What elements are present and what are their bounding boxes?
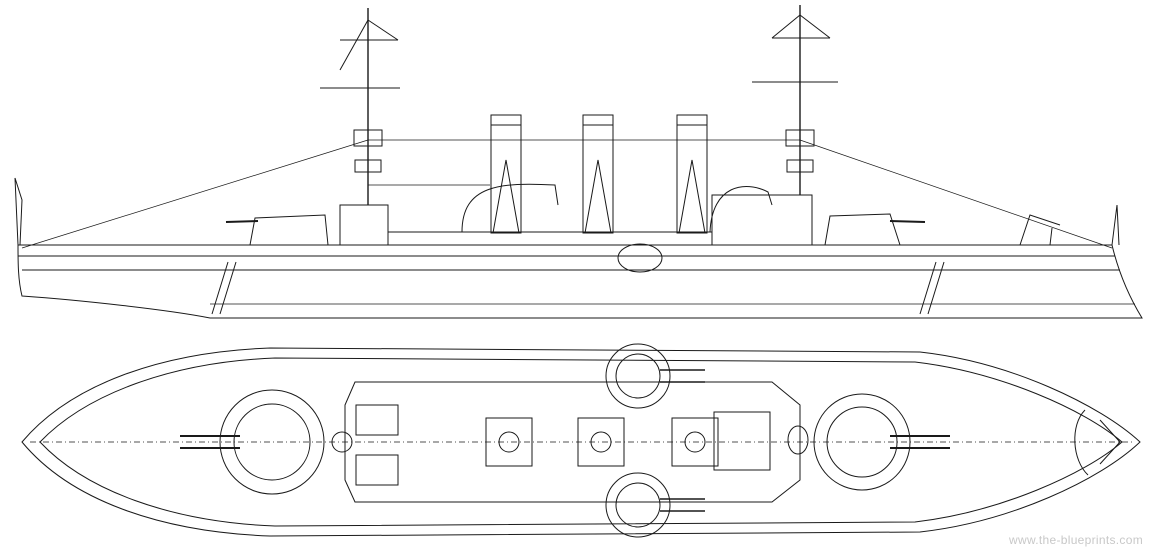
boats-plan xyxy=(331,404,809,486)
fore-turret-gun xyxy=(889,220,926,223)
fore-mast xyxy=(752,5,838,195)
funnel-3 xyxy=(676,114,708,234)
fore-accommodation-ladder xyxy=(919,261,945,315)
fore-boat-crane xyxy=(709,185,773,233)
aft-main-turret xyxy=(249,214,329,246)
aft-superstructure xyxy=(339,204,389,246)
hull-deck-outline xyxy=(21,347,1141,537)
funnel-1 xyxy=(490,114,522,234)
aft-accommodation-ladder xyxy=(211,261,237,315)
anchor-crane xyxy=(1019,214,1061,246)
central-superstructure xyxy=(344,381,801,503)
stern-flagstaff xyxy=(14,177,23,246)
port-wing-turret xyxy=(605,343,705,409)
watermark: www.the-blueprints.com xyxy=(1009,533,1143,547)
aft-main-turret-plan xyxy=(180,389,325,495)
fore-main-turret-plan xyxy=(813,393,950,491)
rigging-stays xyxy=(21,139,1113,249)
funnel-2 xyxy=(582,114,614,234)
bow-jackstaff xyxy=(1111,204,1120,246)
bow-anchor-gear xyxy=(1074,409,1121,476)
hull-side-outline xyxy=(17,244,1143,319)
aft-mast xyxy=(320,8,400,205)
fore-superstructure xyxy=(711,194,813,246)
side-elevation-view xyxy=(14,5,1143,319)
midship-turret-side xyxy=(617,243,663,273)
aft-turret-gun xyxy=(225,220,259,223)
aft-boat-crane xyxy=(461,183,559,233)
midship-deckhouse xyxy=(387,231,713,245)
starboard-wing-turret xyxy=(605,472,705,538)
funnels-plan xyxy=(485,411,771,471)
fore-main-turret xyxy=(824,213,901,246)
top-plan-view xyxy=(21,343,1141,538)
